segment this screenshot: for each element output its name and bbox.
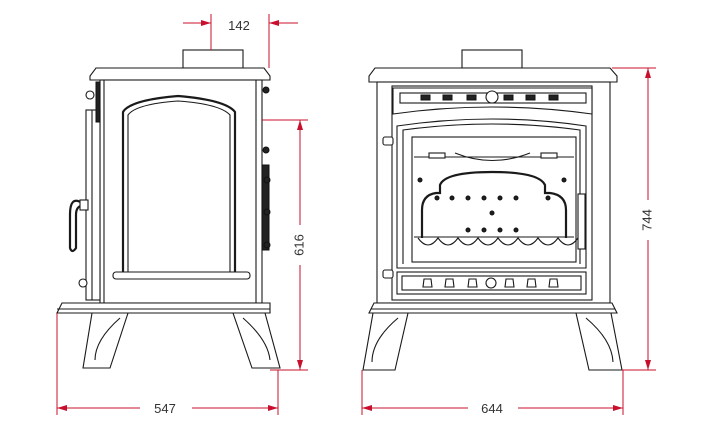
top-air-slots bbox=[420, 94, 559, 101]
front-leg-left bbox=[362, 312, 409, 371]
dim-label-644: 644 bbox=[481, 401, 503, 416]
side-knob-bottom bbox=[78, 278, 88, 288]
front-door bbox=[396, 118, 587, 269]
side-leg-right bbox=[232, 312, 281, 369]
side-view bbox=[56, 49, 281, 369]
side-flue bbox=[182, 49, 244, 69]
dim-label-547: 547 bbox=[154, 401, 176, 416]
fire-grate-rivets bbox=[417, 177, 567, 233]
front-leg-right bbox=[575, 312, 623, 371]
front-base bbox=[368, 302, 618, 314]
top-air-knob bbox=[485, 90, 499, 104]
bottom-air-knob bbox=[485, 277, 497, 289]
front-top-plate bbox=[368, 67, 618, 83]
front-flue bbox=[461, 49, 523, 69]
grate-scallops bbox=[417, 237, 579, 246]
side-leg-left bbox=[82, 312, 129, 369]
side-panel-arch bbox=[121, 94, 237, 273]
hinge-bottom bbox=[382, 269, 394, 279]
side-base bbox=[56, 302, 271, 314]
front-view bbox=[362, 49, 623, 371]
door-latch bbox=[577, 193, 586, 250]
door-glass bbox=[411, 136, 577, 263]
bottom-air-slots bbox=[422, 278, 559, 288]
dim-label-142: 142 bbox=[228, 18, 250, 33]
side-panel-rail bbox=[112, 271, 251, 280]
side-body bbox=[99, 79, 263, 304]
side-handle bbox=[68, 199, 85, 253]
dim-label-616: 616 bbox=[291, 234, 306, 256]
dimension-lines bbox=[56, 14, 656, 415]
grate-handle bbox=[420, 170, 568, 238]
dim-label-744: 744 bbox=[639, 209, 654, 231]
hinge-top bbox=[382, 136, 394, 146]
side-knob-top bbox=[85, 90, 95, 100]
side-top-plate bbox=[89, 67, 271, 81]
